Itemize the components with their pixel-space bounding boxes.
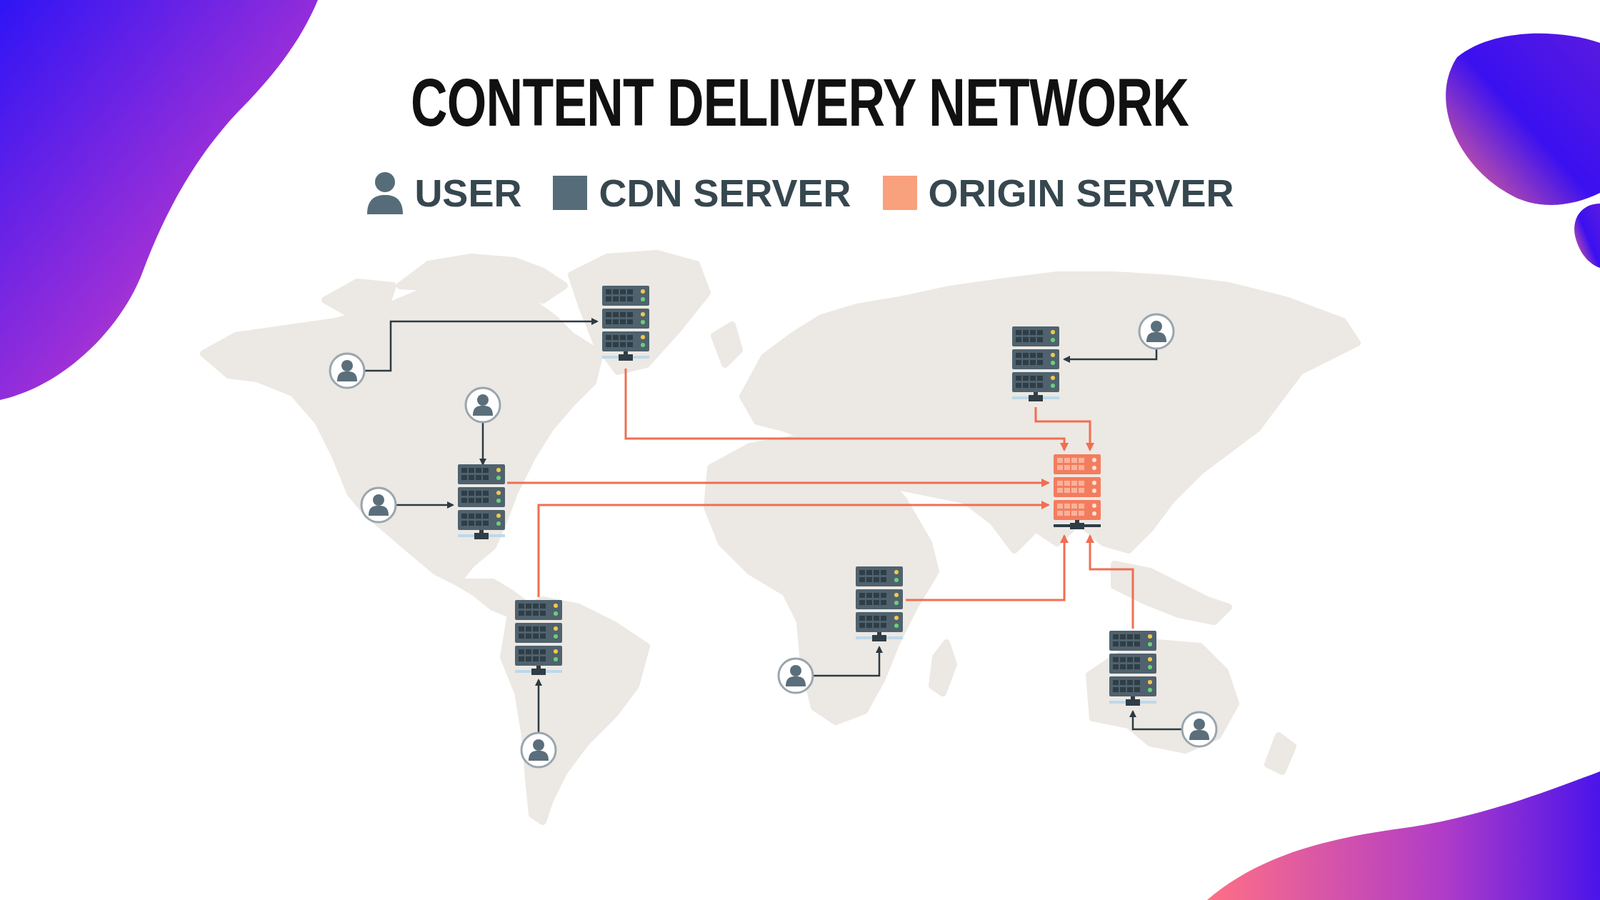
- legend-item: USER: [365, 170, 522, 217]
- world-map: [203, 253, 1358, 822]
- legend: USER CDN SERVER ORIGIN SERVER: [0, 170, 1600, 217]
- legend-swatch: [552, 175, 588, 210]
- legend-text: USER: [414, 170, 522, 217]
- user-links: [364, 321, 1183, 733]
- legend-swatch: [882, 175, 918, 210]
- corner-blob: [1445, 33, 1600, 205]
- origin-links: [507, 368, 1133, 629]
- users: [330, 314, 1217, 768]
- legend-text: CDN SERVER: [598, 170, 851, 217]
- title-bar: CONTENT DELIVERY NETWORK: [0, 65, 1600, 140]
- origin-server: [1053, 454, 1101, 530]
- legend-text: ORIGIN SERVER: [928, 170, 1235, 217]
- legend-item: CDN SERVER: [552, 170, 851, 217]
- title: CONTENT DELIVERY NETWORK: [410, 65, 1189, 140]
- user-icon: [365, 171, 405, 215]
- corner-blob: [1207, 771, 1600, 900]
- legend-item: ORIGIN SERVER: [882, 170, 1235, 217]
- cdn-servers: [457, 285, 1157, 706]
- corner-blob: [1574, 203, 1600, 268]
